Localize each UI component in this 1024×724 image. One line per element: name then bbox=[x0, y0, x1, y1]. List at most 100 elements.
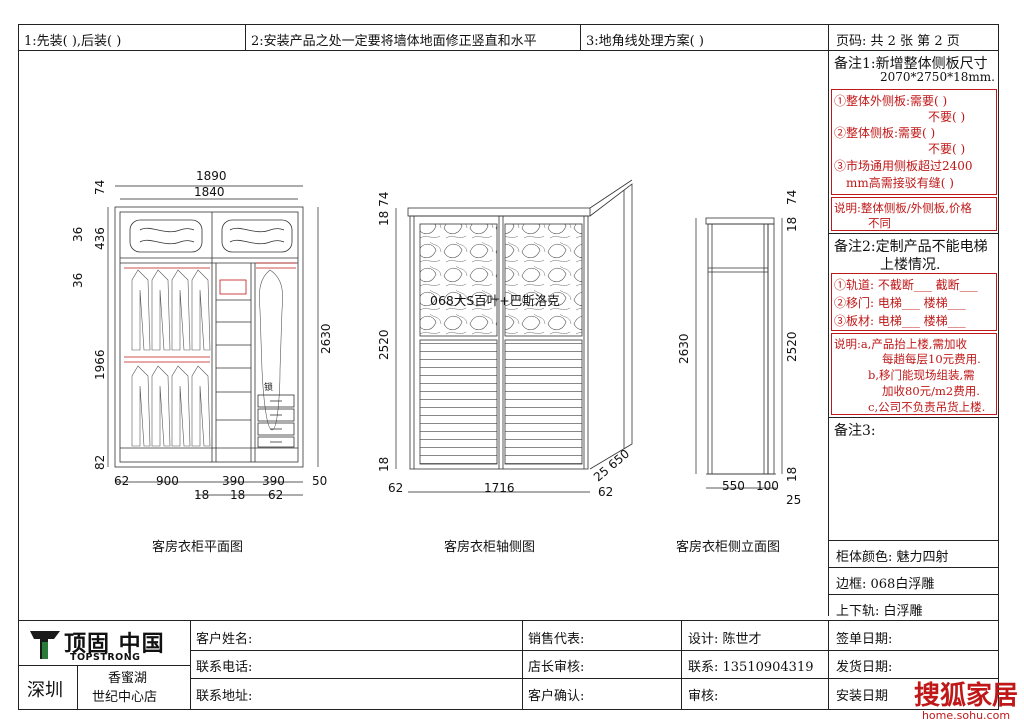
field-sign-date: 签单日期: bbox=[836, 632, 893, 647]
dim-plan-width-outer: 1890 bbox=[196, 169, 227, 183]
dim-plan-50: 50 bbox=[312, 474, 327, 488]
caption-axonometric-view: 客房衣柜轴侧图 bbox=[444, 540, 536, 555]
field-contact: 联系: 13510904319 bbox=[688, 660, 814, 675]
note1-option-2b: 不要( ) bbox=[928, 142, 966, 156]
note3-title: 备注3: bbox=[834, 423, 876, 439]
dim-side-2630: 2630 bbox=[677, 333, 691, 364]
note1-size: 2070*2750*18mm. bbox=[880, 70, 995, 84]
axonometric-drawing bbox=[407, 179, 633, 470]
footer-sep-4 bbox=[828, 620, 829, 710]
specs-divider-top bbox=[828, 540, 999, 541]
spec-rail: 上下轨: 白浮雕 bbox=[836, 604, 923, 619]
header-page-number: 页码: 共 2 张 第 2 页 bbox=[836, 34, 960, 49]
caption-plan-view: 客房衣柜平面图 bbox=[152, 540, 244, 555]
header-divider bbox=[18, 50, 999, 51]
dim-side-2520: 2520 bbox=[785, 331, 799, 362]
note2-desc-box bbox=[831, 333, 997, 415]
brand-name-en: TOPSTRONG bbox=[70, 652, 141, 663]
specs-divider-2 bbox=[828, 594, 999, 595]
dim-axon-18-74: 18 74 bbox=[377, 192, 391, 226]
note2-option-rail: ①轨道: 不截断___ 截断___ bbox=[834, 278, 978, 292]
note1-option-2: ②整体侧板:需要( ) bbox=[834, 126, 936, 140]
drawing-frame bbox=[18, 24, 999, 710]
footer-sep-brand bbox=[190, 620, 191, 710]
store-name-1: 香蜜湖 bbox=[108, 671, 148, 686]
topstrong-logo-icon bbox=[30, 631, 60, 659]
dim-axon-62-b: 62 bbox=[598, 485, 613, 499]
note2-title-2: 上楼情况. bbox=[880, 257, 941, 273]
dim-axon-2520: 2520 bbox=[377, 329, 391, 360]
dim-plan-height-total: 2630 bbox=[319, 323, 333, 354]
dim-side-18-b: 18 bbox=[785, 467, 799, 482]
note1-option-1b: 不要( ) bbox=[928, 110, 966, 124]
note1-option-3: ③市场通用侧板超过2400 bbox=[834, 159, 973, 173]
dim-plan-436: 436 bbox=[93, 227, 107, 250]
brand-sep bbox=[77, 665, 78, 710]
sohu-watermark[interactable]: 搜狐家居 home.sohu.com bbox=[914, 683, 1018, 722]
field-review: 审核: bbox=[688, 689, 719, 704]
note1-options-box bbox=[831, 89, 997, 195]
note2-desc-a2: 每趟每层10元费用. bbox=[882, 352, 981, 366]
store-city: 深圳 bbox=[27, 680, 63, 701]
field-designer: 设计: 陈世才 bbox=[688, 632, 762, 647]
note1-desc-box bbox=[831, 197, 997, 231]
field-address: 联系地址: bbox=[196, 689, 253, 704]
brand-name-cn: 顶固 中国 bbox=[64, 632, 165, 657]
dim-side-100: 100 bbox=[756, 479, 779, 493]
specs-divider-1 bbox=[828, 567, 999, 568]
footer-sep-2 bbox=[522, 620, 523, 710]
lock-label: 锁 bbox=[264, 381, 273, 393]
door-style-label: 068大S百叶+巴斯洛克 bbox=[430, 293, 560, 308]
note2-title: 备注2:定制产品不能电梯 bbox=[834, 239, 988, 255]
dim-plan-36-a: 36 bbox=[71, 227, 85, 242]
dim-plan-top-74: 74 bbox=[93, 180, 107, 195]
dim-side-74: 74 bbox=[785, 190, 799, 205]
footer-sep-3 bbox=[681, 620, 682, 710]
header-skirting-plan: 3:地角线处理方案( ) bbox=[586, 34, 704, 49]
header-wall-note: 2:安装产品之处一定要将墙体地面修正竖直和水平 bbox=[251, 34, 537, 49]
dim-side-550: 550 bbox=[722, 479, 745, 493]
field-customer-name: 客户姓名: bbox=[196, 632, 253, 647]
note2-option-door: ②移门: 电梯___ 楼梯___ bbox=[834, 296, 966, 310]
dim-side-18-a: 18 bbox=[785, 217, 799, 232]
dim-axon-25-650: 25 650 bbox=[591, 447, 632, 485]
header-sep-2 bbox=[580, 24, 581, 50]
note2-options-box bbox=[831, 273, 997, 331]
watermark-cn: 搜狐家居 bbox=[913, 681, 1018, 711]
dim-axon-62-a: 62 bbox=[388, 481, 403, 495]
note1-option-1: ①整体外侧板:需要( ) bbox=[834, 94, 948, 108]
side-elevation-drawing bbox=[705, 217, 776, 475]
brand-divider bbox=[18, 665, 190, 666]
dim-plan-390-a: 390 bbox=[222, 474, 245, 488]
note1-desc-2: 不同 bbox=[868, 216, 891, 230]
dim-axon-1716: 1716 bbox=[484, 481, 515, 495]
spec-frame: 边框: 068白浮雕 bbox=[836, 577, 935, 592]
store-name-2: 世纪中心店 bbox=[92, 690, 158, 705]
spec-body-color: 柜体颜色: 魅力四射 bbox=[836, 550, 949, 565]
note2-desc-b: b,移门能现场组装,需 bbox=[868, 368, 975, 382]
field-manager-review: 店长审核: bbox=[528, 660, 585, 675]
dim-plan-18-a: 18 bbox=[194, 488, 209, 502]
dim-axon-18: 18 bbox=[377, 457, 391, 472]
notes-divider-2 bbox=[828, 417, 999, 418]
dim-plan-390-b: 390 bbox=[262, 474, 285, 488]
dim-plan-36-b: 36 bbox=[71, 273, 85, 288]
note1-desc: 说明:整体侧板/外侧板,价格 bbox=[834, 201, 972, 215]
dim-plan-82: 82 bbox=[93, 455, 107, 470]
dim-side-25: 25 bbox=[786, 493, 801, 507]
field-customer-confirm: 客户确认: bbox=[528, 689, 585, 704]
field-phone: 联系电话: bbox=[196, 660, 253, 675]
field-ship-date: 发货日期: bbox=[836, 660, 893, 675]
notes-divider-1 bbox=[828, 233, 999, 234]
note2-desc-a: 说明:a,产品抬上楼,需加收 bbox=[834, 337, 968, 351]
dim-plan-width-inner: 1840 bbox=[194, 185, 225, 199]
footer-row-2 bbox=[190, 678, 999, 679]
dim-plan-62-b: 62 bbox=[268, 488, 283, 502]
note2-desc-b2: 加收80元/m2费用. bbox=[882, 384, 980, 398]
footer-divider bbox=[18, 620, 999, 621]
watermark-url: home.sohu.com bbox=[921, 709, 1011, 722]
header-sep-1 bbox=[245, 24, 246, 50]
plan-view-drawing bbox=[114, 206, 304, 468]
caption-side-elevation: 客房衣柜侧立面图 bbox=[676, 540, 781, 555]
